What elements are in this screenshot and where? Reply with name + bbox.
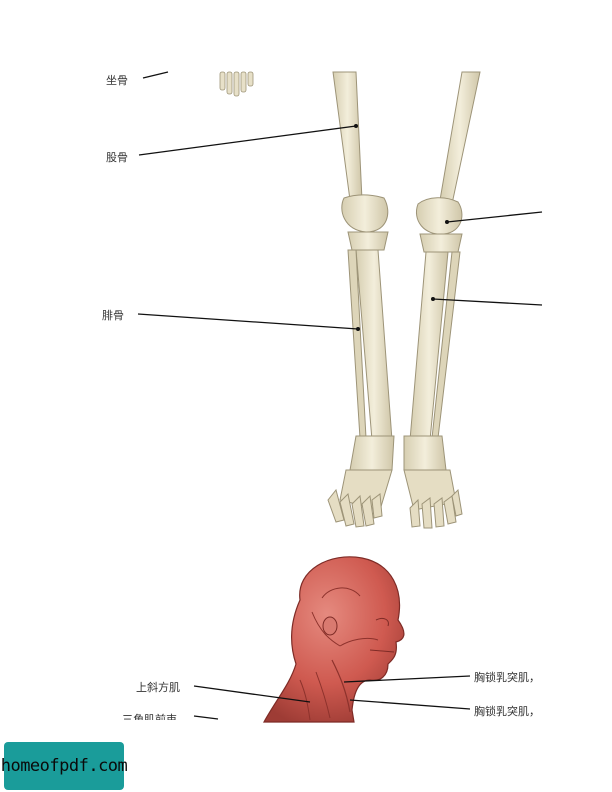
foot-bones-top <box>219 71 254 97</box>
leader-sternocleido-2 <box>349 699 471 710</box>
label-sternocleido-1: 胸锁乳突肌， <box>474 671 540 684</box>
leader-femur <box>138 125 357 156</box>
leader-ischium <box>142 71 169 79</box>
muscle-head-neck <box>262 556 405 723</box>
leader-fibula <box>137 313 359 330</box>
leader-dots <box>354 124 449 331</box>
label-sternocleido-2: 胸锁乳突肌， <box>474 705 540 718</box>
leader-right-fibula <box>432 298 543 306</box>
leader-deltoid-anterior <box>193 715 219 720</box>
leader-superior-oblique <box>193 685 311 703</box>
watermark-link[interactable]: homeofpdf.com <box>1 742 128 790</box>
label-deltoid-anterior: 三角肌前束 <box>122 713 177 720</box>
leader-lines <box>137 71 543 720</box>
label-fibula: 腓骨 <box>102 309 124 322</box>
left-leg-skeleton <box>327 71 395 528</box>
label-ischium: 坐骨 <box>106 74 128 87</box>
label-femur: 股骨 <box>106 151 128 164</box>
label-superior-oblique: 上斜方肌 <box>136 681 180 694</box>
leader-sternocleido-1 <box>343 675 471 683</box>
leader-right-patella <box>446 211 543 223</box>
